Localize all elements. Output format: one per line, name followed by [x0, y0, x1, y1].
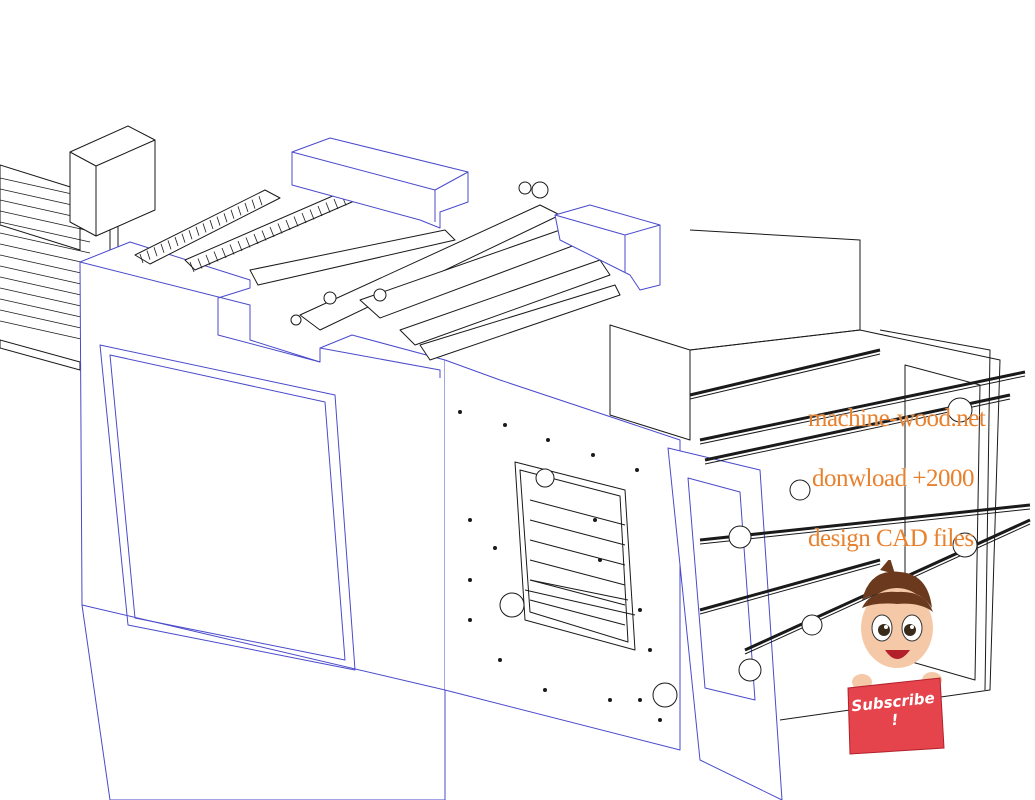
watermark-line-3: design CAD files — [808, 525, 974, 552]
feed-roller-assembly — [134, 177, 621, 361]
delivery-section — [609, 229, 1031, 800]
cartoon-boy-mascot-icon — [847, 558, 945, 755]
subscribe-badge[interactable]: Subscribe ! — [840, 558, 950, 755]
middle-frame — [444, 359, 681, 751]
conveyor-bed — [0, 164, 91, 371]
watermark-line-1: machine-wood.net — [808, 405, 986, 432]
watermark-line-2: donwload +2000 — [812, 465, 974, 492]
top-covers — [291, 137, 661, 291]
main-housing — [79, 241, 446, 800]
